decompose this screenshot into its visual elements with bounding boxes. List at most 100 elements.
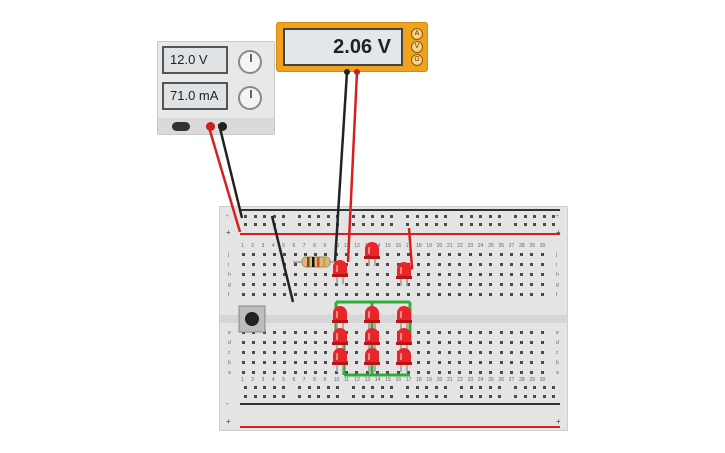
- breadboard-hole[interactable]: [514, 223, 517, 226]
- breadboard-hole[interactable]: [448, 263, 451, 266]
- breadboard-hole[interactable]: [386, 371, 390, 374]
- breadboard-hole[interactable]: [499, 283, 503, 286]
- breadboard-hole[interactable]: [406, 371, 410, 374]
- psu-positive-wire[interactable]: [206, 123, 242, 233]
- breadboard-hole[interactable]: [365, 283, 369, 286]
- breadboard-hole[interactable]: [303, 371, 307, 374]
- breadboard-hole[interactable]: [520, 351, 524, 354]
- breadboard-hole[interactable]: [437, 331, 441, 334]
- breadboard-hole[interactable]: [437, 253, 441, 256]
- breadboard-hole[interactable]: [425, 386, 428, 389]
- breadboard-hole[interactable]: [552, 215, 555, 218]
- breadboard-hole[interactable]: [396, 283, 400, 286]
- breadboard-hole[interactable]: [334, 283, 338, 286]
- breadboard-hole[interactable]: [283, 253, 287, 256]
- breadboard-hole[interactable]: [523, 395, 527, 398]
- breadboard-hole[interactable]: [530, 371, 534, 374]
- breadboard-hole[interactable]: [293, 283, 297, 286]
- breadboard-hole[interactable]: [427, 283, 431, 286]
- breadboard-hole[interactable]: [540, 351, 544, 354]
- breadboard-hole[interactable]: [499, 273, 503, 276]
- breadboard-hole[interactable]: [345, 293, 348, 296]
- breadboard-hole[interactable]: [520, 371, 524, 374]
- breadboard-hole[interactable]: [509, 331, 513, 334]
- breadboard-hole[interactable]: [520, 361, 524, 364]
- breadboard-hole[interactable]: [298, 395, 301, 398]
- breadboard-hole[interactable]: [314, 351, 318, 354]
- breadboard-hole[interactable]: [293, 371, 297, 374]
- breadboard-hole[interactable]: [468, 361, 472, 364]
- breadboard-hole[interactable]: [390, 215, 393, 218]
- breadboard-hole[interactable]: [427, 361, 431, 364]
- breadboard-hole[interactable]: [509, 273, 513, 276]
- breadboard-hole[interactable]: [489, 371, 493, 374]
- breadboard-hole[interactable]: [282, 215, 285, 218]
- breadboard-hole[interactable]: [498, 223, 501, 226]
- breadboard-hole[interactable]: [282, 395, 285, 398]
- breadboard-hole[interactable]: [334, 293, 338, 296]
- breadboard-hole[interactable]: [375, 371, 379, 374]
- breadboard-hole[interactable]: [488, 386, 492, 389]
- breadboard-hole[interactable]: [415, 223, 419, 226]
- breadboard-hole[interactable]: [427, 331, 431, 334]
- breadboard-hole[interactable]: [244, 223, 247, 226]
- breadboard-hole[interactable]: [317, 395, 320, 398]
- breadboard-hole[interactable]: [425, 223, 428, 226]
- breadboard-hole[interactable]: [324, 283, 328, 286]
- breadboard-hole[interactable]: [540, 263, 544, 266]
- breadboard-hole[interactable]: [514, 215, 517, 218]
- breadboard-hole[interactable]: [324, 341, 328, 344]
- breadboard-hole[interactable]: [437, 361, 441, 364]
- breadboard-hole[interactable]: [355, 371, 359, 374]
- breadboard-hole[interactable]: [448, 361, 451, 364]
- breadboard-hole[interactable]: [283, 351, 287, 354]
- breadboard-hole[interactable]: [272, 293, 276, 296]
- breadboard-hole[interactable]: [272, 395, 276, 398]
- breadboard-hole[interactable]: [272, 351, 276, 354]
- breadboard-hole[interactable]: [242, 283, 245, 286]
- breadboard-hole[interactable]: [469, 395, 473, 398]
- breadboard-hole[interactable]: [540, 371, 544, 374]
- breadboard-hole[interactable]: [520, 273, 524, 276]
- breadboard-hole[interactable]: [336, 395, 339, 398]
- breadboard-hole[interactable]: [314, 283, 318, 286]
- breadboard-hole[interactable]: [479, 223, 482, 226]
- breadboard-hole[interactable]: [448, 351, 451, 354]
- breadboard-hole[interactable]: [352, 386, 355, 389]
- breadboard-hole[interactable]: [406, 253, 410, 256]
- breadboard-hole[interactable]: [434, 215, 438, 218]
- breadboard-hole[interactable]: [314, 341, 318, 344]
- breadboard-hole[interactable]: [242, 263, 245, 266]
- breadboard-hole[interactable]: [361, 223, 365, 226]
- breadboard-hole[interactable]: [298, 223, 301, 226]
- breadboard-hole[interactable]: [334, 371, 338, 374]
- breadboard-hole[interactable]: [468, 341, 472, 344]
- breadboard-hole[interactable]: [375, 293, 379, 296]
- breadboard-hole[interactable]: [345, 253, 348, 256]
- breadboard-hole[interactable]: [417, 361, 421, 364]
- breadboard-hole[interactable]: [272, 263, 276, 266]
- breadboard-hole[interactable]: [434, 395, 438, 398]
- breadboard-hole[interactable]: [352, 395, 355, 398]
- breadboard-hole[interactable]: [263, 395, 266, 398]
- breadboard-hole[interactable]: [427, 253, 431, 256]
- breadboard-hole[interactable]: [530, 351, 534, 354]
- breadboard-hole[interactable]: [283, 283, 287, 286]
- breadboard-hole[interactable]: [326, 395, 330, 398]
- led-group[interactable]: [332, 242, 412, 372]
- breadboard-hole[interactable]: [272, 386, 276, 389]
- breadboard-hole[interactable]: [478, 273, 482, 276]
- red-led[interactable]: [332, 328, 348, 352]
- breadboard-hole[interactable]: [406, 215, 409, 218]
- breadboard-hole[interactable]: [499, 351, 503, 354]
- breadboard-hole[interactable]: [540, 253, 544, 256]
- breadboard-hole[interactable]: [298, 386, 301, 389]
- breadboard-hole[interactable]: [317, 386, 320, 389]
- breadboard-hole[interactable]: [458, 331, 462, 334]
- breadboard-hole[interactable]: [460, 395, 463, 398]
- breadboard-hole[interactable]: [417, 293, 421, 296]
- breadboard-hole[interactable]: [448, 341, 451, 344]
- breadboard-hole[interactable]: [307, 223, 311, 226]
- breadboard-hole[interactable]: [444, 395, 447, 398]
- breadboard-hole[interactable]: [533, 215, 536, 218]
